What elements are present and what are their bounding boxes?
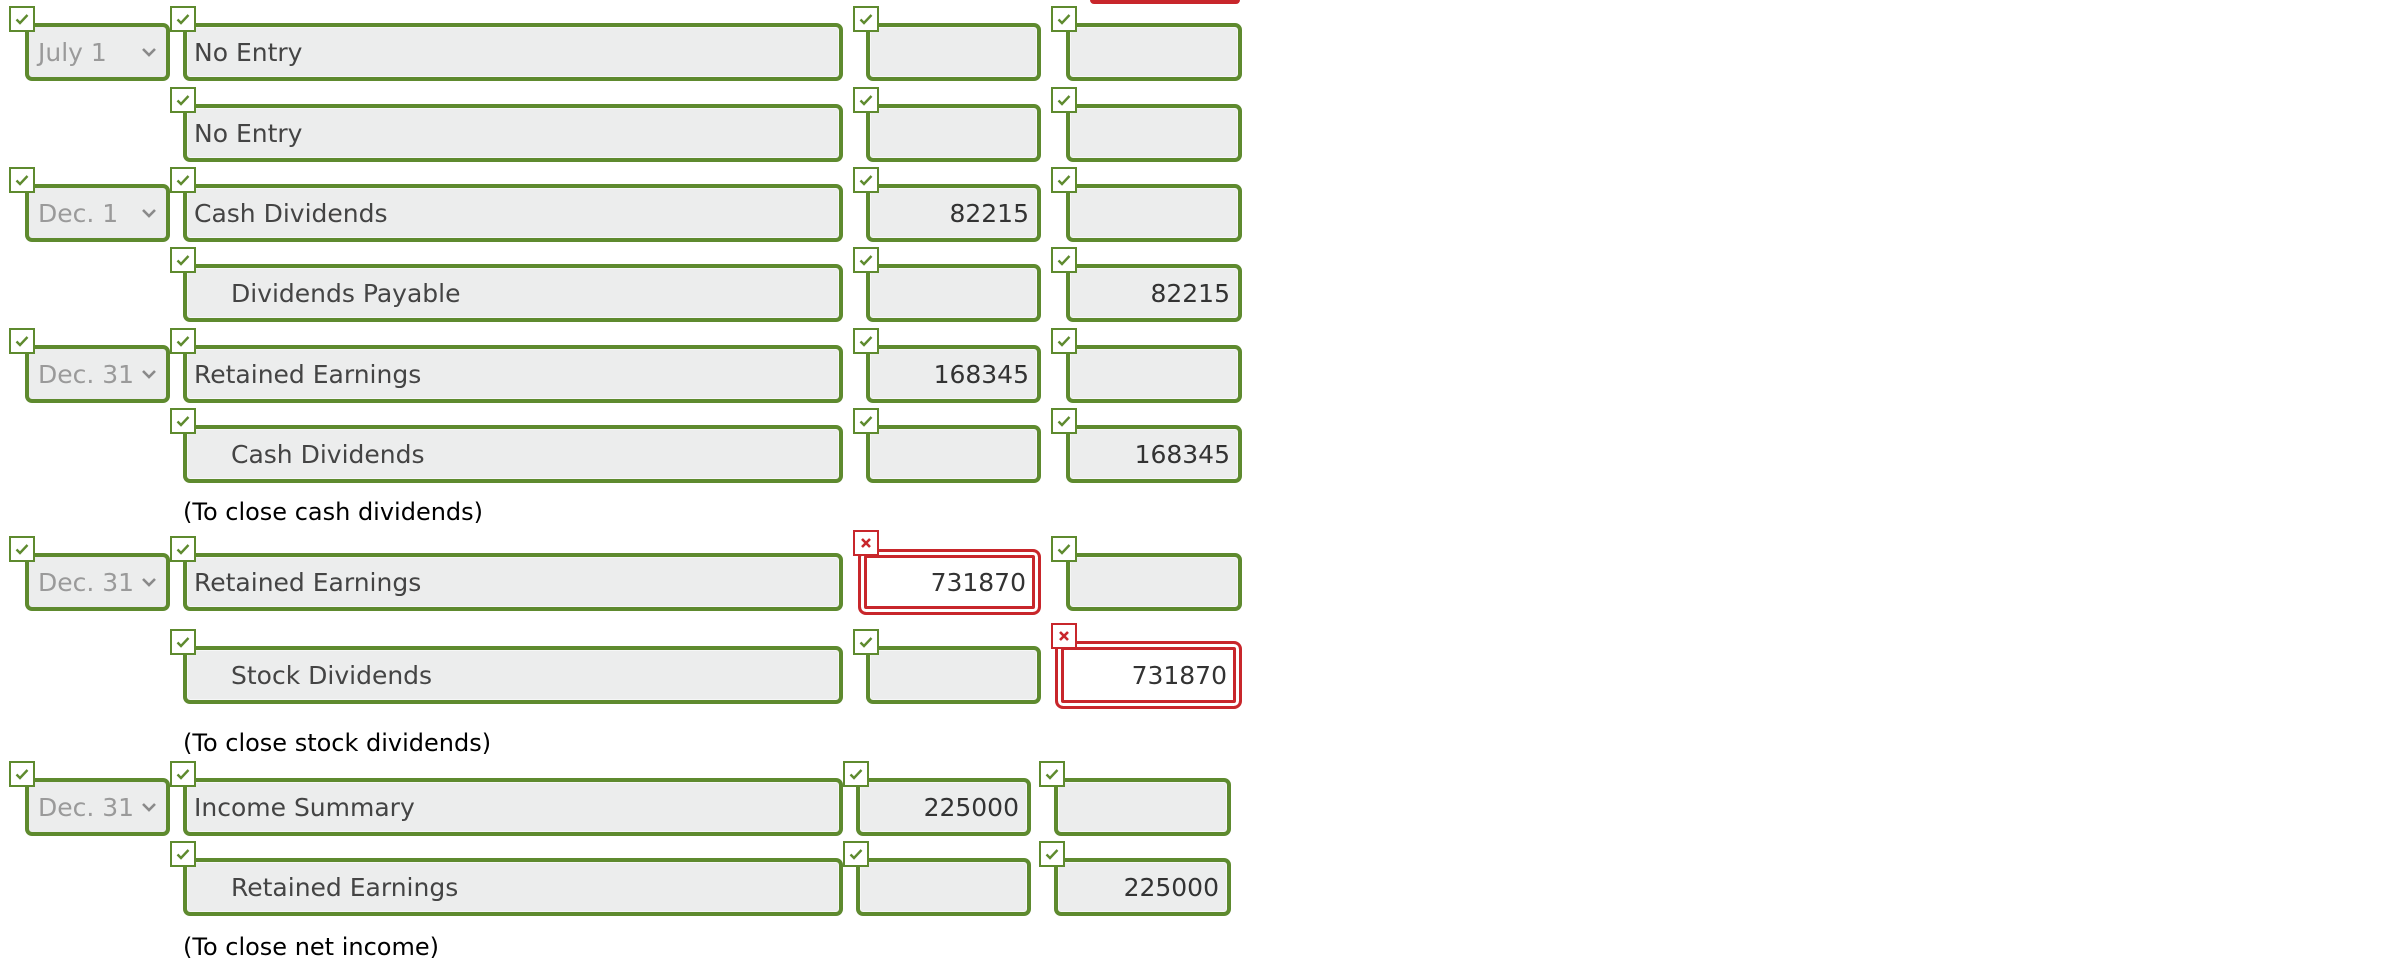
debit-amount-field[interactable] [866,104,1041,162]
account-title-field[interactable]: Stock Dividends [183,646,843,704]
date-select-value: Dec. 31 [38,359,135,389]
date-select[interactable]: Dec. 1 [25,184,170,242]
entry-explanation: (To close net income) [183,933,439,961]
check-icon [1039,761,1065,787]
check-icon [9,6,35,32]
check-icon [1039,841,1065,867]
debit-amount-field[interactable] [866,646,1041,704]
check-icon [1051,247,1077,273]
check-icon [853,6,879,32]
debit-amount-field[interactable]: 731870 [858,549,1041,615]
date-select-value: Dec. 1 [38,198,119,228]
check-icon [170,87,196,113]
check-icon [853,629,879,655]
credit-amount-field[interactable]: 731870 [1055,641,1242,709]
date-select[interactable]: Dec. 31 [25,345,170,403]
check-icon [853,408,879,434]
cropped-field-edge [1090,0,1240,4]
account-title-field[interactable]: No Entry [183,104,843,162]
credit-amount-field[interactable]: 82215 [1066,264,1242,322]
account-title-field[interactable]: Income Summary [183,778,843,836]
account-title-field[interactable]: Retained Earnings [183,553,843,611]
check-icon [853,328,879,354]
check-icon [853,167,879,193]
date-select-value: Dec. 31 [38,792,135,822]
chevron-down-icon [138,796,160,818]
check-icon [853,87,879,113]
debit-amount-field[interactable] [866,264,1041,322]
check-icon [853,247,879,273]
chevron-down-icon [138,571,160,593]
account-title-field[interactable]: Retained Earnings [183,858,843,916]
credit-amount-field[interactable]: 168345 [1066,425,1242,483]
credit-amount-field[interactable] [1066,104,1242,162]
debit-amount-field[interactable]: 225000 [856,778,1031,836]
date-select[interactable]: Dec. 31 [25,778,170,836]
check-icon [170,247,196,273]
debit-amount-field[interactable]: 168345 [866,345,1041,403]
account-title-field[interactable]: Retained Earnings [183,345,843,403]
check-icon [1051,408,1077,434]
chevron-down-icon [138,202,160,224]
entry-explanation: (To close stock dividends) [183,729,492,757]
check-icon [9,761,35,787]
check-icon [170,6,196,32]
check-icon [9,536,35,562]
check-icon [1051,328,1077,354]
date-select[interactable]: July 1 [25,23,170,81]
check-icon [1051,536,1077,562]
credit-amount-field[interactable] [1066,345,1242,403]
check-icon [9,328,35,354]
date-select-value: July 1 [38,37,107,67]
check-icon [9,167,35,193]
x-icon [1051,623,1077,649]
credit-amount-field[interactable]: 225000 [1054,858,1231,916]
debit-amount-field[interactable]: 82215 [866,184,1041,242]
credit-amount-field[interactable] [1066,23,1242,81]
credit-amount-field[interactable] [1054,778,1231,836]
date-select-value: Dec. 31 [38,567,135,597]
debit-amount-field[interactable] [866,425,1041,483]
credit-amount-field[interactable] [1066,184,1242,242]
check-icon [843,841,869,867]
check-icon [170,761,196,787]
check-icon [1051,6,1077,32]
check-icon [170,629,196,655]
check-icon [843,761,869,787]
check-icon [170,841,196,867]
check-icon [1051,167,1077,193]
check-icon [1051,87,1077,113]
check-icon [170,167,196,193]
date-select[interactable]: Dec. 31 [25,553,170,611]
entry-explanation: (To close cash dividends) [183,498,484,526]
check-icon [170,408,196,434]
debit-amount-field[interactable] [866,23,1041,81]
account-title-field[interactable]: Dividends Payable [183,264,843,322]
account-title-field[interactable]: Cash Dividends [183,184,843,242]
credit-amount-field[interactable] [1066,553,1242,611]
chevron-down-icon [138,363,160,385]
check-icon [170,536,196,562]
chevron-down-icon [138,41,160,63]
check-icon [170,328,196,354]
account-title-field[interactable]: No Entry [183,23,843,81]
account-title-field[interactable]: Cash Dividends [183,425,843,483]
x-icon [853,530,879,556]
debit-amount-field[interactable] [856,858,1031,916]
